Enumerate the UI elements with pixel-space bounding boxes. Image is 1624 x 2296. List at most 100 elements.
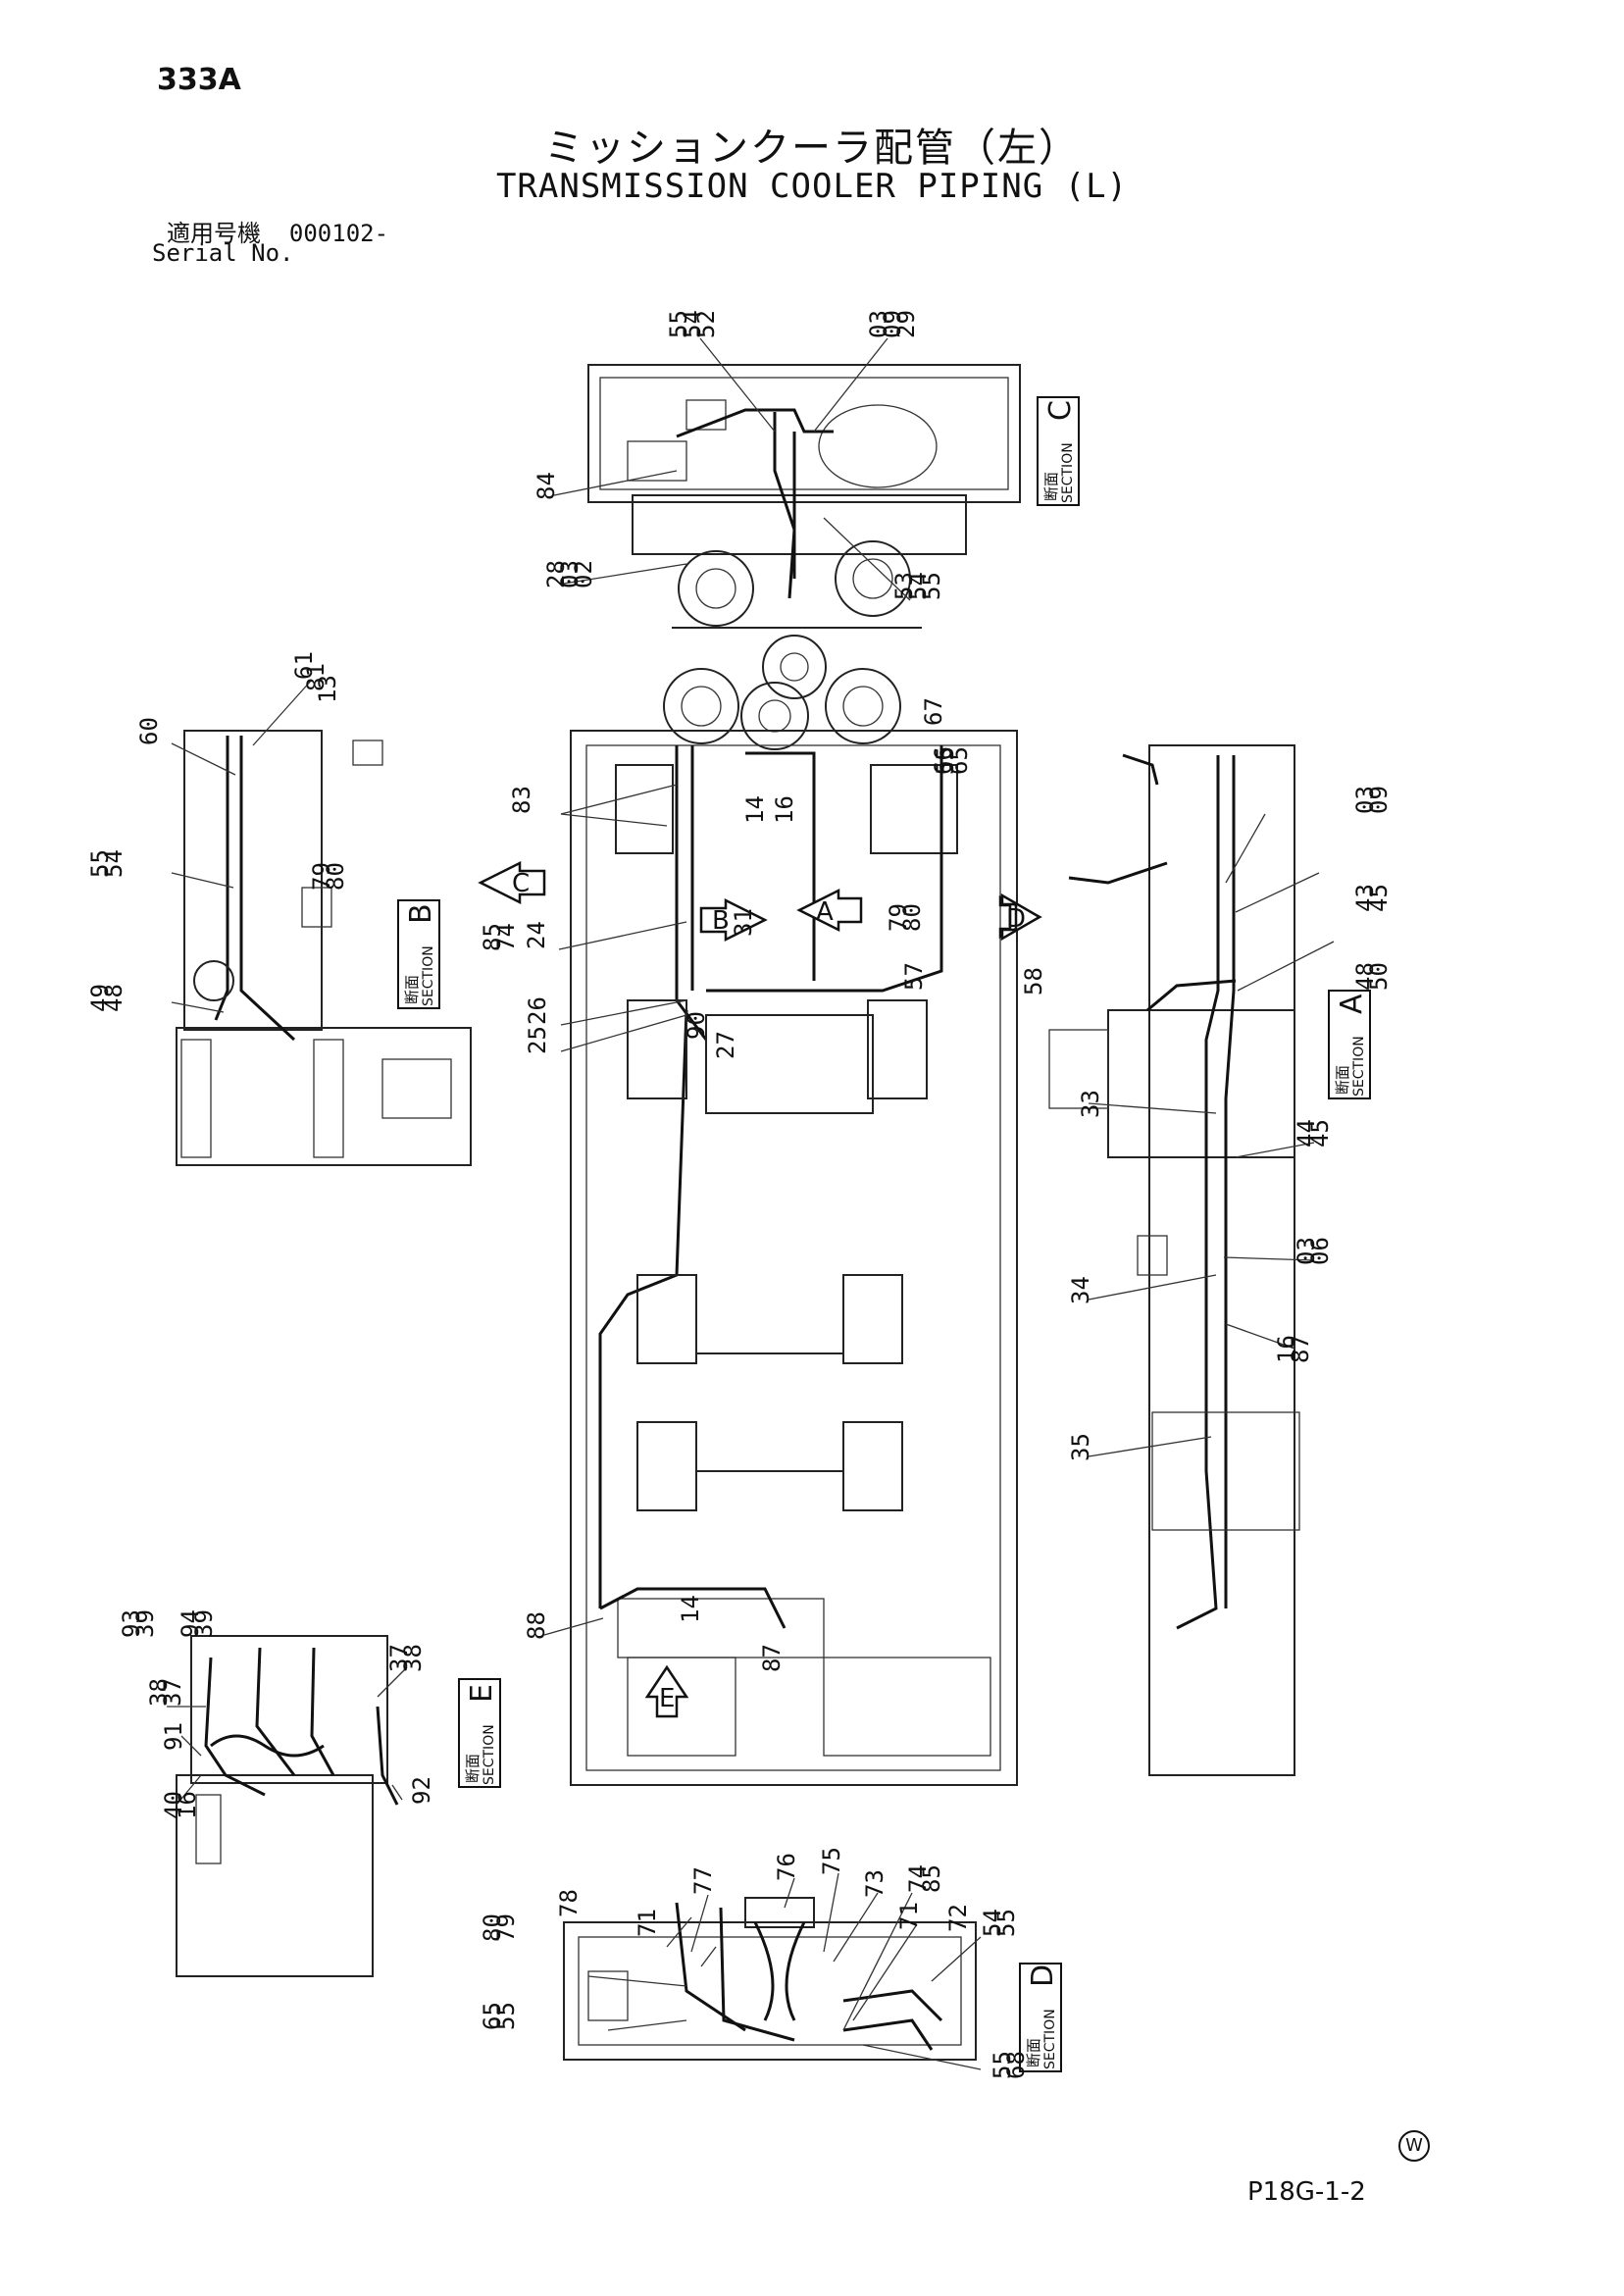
callout-14: 14	[741, 795, 769, 824]
callout-16: 16	[174, 1791, 201, 1819]
callout-91: 91	[160, 1722, 187, 1751]
callout-57: 57	[900, 962, 928, 991]
callout-76: 76	[773, 1853, 800, 1881]
callout-55: 55	[992, 1909, 1020, 1937]
callout-74: 74	[492, 923, 520, 951]
callout-55: 55	[932, 746, 959, 775]
svg-text:B: B	[404, 903, 438, 924]
section-d-view: D	[563, 1872, 1062, 2072]
callout-80: 80	[479, 1913, 506, 1942]
svg-text:E: E	[465, 1684, 499, 1703]
section-b-view: B	[171, 679, 472, 1166]
callout-88: 88	[523, 1611, 550, 1640]
callout-14: 14	[677, 1595, 704, 1623]
callout-74: 74	[904, 1864, 932, 1893]
serial-label-japanese: 適用号機	[167, 220, 261, 247]
section-label-japanese: 断面	[403, 975, 421, 1004]
callout-71: 71	[895, 1902, 923, 1930]
callout-49: 49	[86, 984, 114, 1012]
view-arrow-e-letter: E	[659, 1684, 675, 1713]
callout-81: 81	[302, 663, 330, 691]
callout-55: 55	[492, 2002, 520, 2030]
callout-06: 06	[1306, 1237, 1334, 1265]
callout-58: 58	[1020, 967, 1047, 995]
callout-48: 48	[1351, 962, 1379, 991]
callout-27: 27	[712, 1031, 739, 1059]
callout-93: 93	[118, 1609, 145, 1638]
view-arrow-d: D	[998, 893, 1042, 942]
callout-37: 37	[385, 1644, 413, 1672]
callout-35: 35	[1067, 1433, 1094, 1461]
page-number: 333A	[157, 63, 241, 97]
callout-16: 16	[1273, 1335, 1300, 1363]
callout-09: 09	[1365, 786, 1393, 814]
callout-52: 52	[692, 310, 720, 338]
watermark-circle-icon: W	[1398, 2130, 1430, 2162]
callout-16: 16	[771, 795, 798, 824]
section-label-japanese: 断面	[1334, 1065, 1351, 1095]
callout-92: 92	[408, 1776, 435, 1805]
callout-02: 02	[570, 560, 597, 588]
callout-09: 09	[879, 310, 906, 338]
callout-71: 71	[634, 1909, 661, 1937]
callout-38: 38	[145, 1678, 173, 1707]
callout-79: 79	[885, 903, 912, 932]
section-label-english: SECTION	[1351, 1036, 1367, 1097]
callout-65: 65	[479, 2002, 506, 2030]
callout-80: 80	[322, 862, 349, 891]
view-arrow-d-letter: D	[1006, 904, 1026, 934]
serial-line: 適用号機 000102-	[167, 214, 388, 248]
callout-03: 03	[1351, 786, 1379, 814]
section-e-view: E	[167, 1635, 501, 1977]
svg-text:A: A	[1335, 994, 1369, 1014]
section-label-japanese: 断面	[1042, 472, 1060, 501]
callout-03: 03	[556, 560, 584, 588]
callout-55: 55	[918, 572, 945, 600]
callout-94: 94	[177, 1609, 204, 1638]
callout-87: 87	[758, 1644, 786, 1672]
view-arrow-c: C	[478, 860, 546, 905]
callout-67: 67	[920, 697, 947, 726]
callout-54: 54	[679, 310, 706, 338]
callout-29: 29	[892, 310, 920, 338]
callout-60: 60	[135, 717, 163, 745]
drawing-code: P18G-1-2	[1247, 2177, 1366, 2207]
callout-72: 72	[944, 1904, 972, 1932]
page-title-japanese: ミッションクーラ配管（左）	[544, 126, 1080, 171]
serial-label-english: Serial No.	[152, 239, 294, 267]
callout-55: 55	[665, 310, 692, 338]
svg-text:C: C	[1043, 400, 1078, 421]
callout-34: 34	[1067, 1276, 1094, 1304]
section-label-english: SECTION	[1060, 442, 1076, 503]
section-label-japanese: 断面	[1025, 2038, 1042, 2067]
callout-33: 33	[1077, 1090, 1104, 1118]
section-a-view: A	[1048, 744, 1371, 1776]
callout-84: 84	[533, 472, 560, 500]
page-title-english: TRANSMISSION COOLER PIPING (L)	[495, 167, 1129, 206]
callout-85: 85	[479, 923, 506, 951]
section-c-view: C	[553, 337, 1080, 750]
callout-31: 31	[730, 908, 757, 937]
callout-45: 45	[1365, 884, 1393, 912]
view-arrow-a-letter: A	[816, 897, 834, 927]
svg-text:D: D	[1026, 1964, 1060, 1987]
callout-48: 48	[100, 984, 127, 1012]
callout-80: 80	[898, 903, 926, 932]
view-arrow-a: A	[796, 888, 863, 933]
callout-03: 03	[865, 310, 892, 338]
view-arrow-b: B	[699, 897, 768, 943]
callout-68: 68	[1002, 2051, 1030, 2079]
callout-55: 55	[86, 849, 114, 878]
callout-43: 43	[1351, 884, 1379, 912]
section-label-english: SECTION	[421, 945, 436, 1006]
callout-55: 55	[989, 2051, 1016, 2079]
view-arrow-e: E	[644, 1664, 689, 1718]
view-arrow-b-letter: B	[712, 906, 730, 936]
callout-79: 79	[492, 1913, 520, 1942]
section-label-japanese: 断面	[464, 1754, 482, 1783]
